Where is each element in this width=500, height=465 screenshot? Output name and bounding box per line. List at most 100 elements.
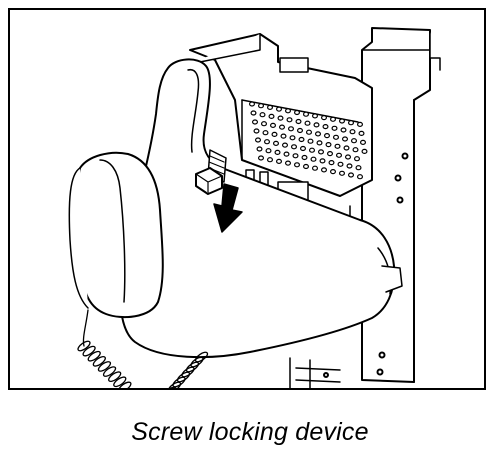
vent-hole	[303, 163, 310, 170]
vent-hole	[300, 145, 307, 152]
technical-illustration	[68, 27, 441, 388]
vent-hole	[330, 116, 337, 122]
vent-holes	[249, 101, 368, 180]
cord-coil	[87, 350, 101, 362]
vent-hole	[346, 163, 353, 169]
vent-hole	[276, 158, 283, 164]
vent-hole	[357, 174, 364, 180]
vent-hole	[291, 144, 298, 150]
vent-hole	[288, 126, 295, 132]
cord-lead	[82, 309, 89, 347]
cord-coil	[163, 386, 177, 388]
vent-hole	[258, 103, 265, 109]
vent-hole	[339, 170, 346, 176]
vent-hole	[265, 148, 272, 154]
cord-coil	[102, 366, 117, 377]
vent-hole	[328, 160, 335, 166]
vent-hole	[354, 156, 361, 162]
cord-coil	[92, 355, 106, 367]
vent-hole	[334, 143, 341, 149]
handset	[68, 151, 164, 319]
vent-hole	[310, 156, 317, 162]
locking-screw	[195, 149, 227, 195]
vent-hole	[313, 122, 320, 128]
vent-hole	[273, 140, 280, 146]
vent-hole	[289, 135, 296, 141]
figure-caption: Screw locking device	[131, 418, 369, 446]
vent-hole	[322, 123, 329, 130]
cord-coil	[97, 361, 112, 372]
vent-hole	[301, 154, 308, 161]
vent-hole	[294, 162, 301, 168]
vent-hole	[321, 114, 328, 121]
vent-hole	[264, 139, 271, 145]
vent-hole	[303, 111, 310, 117]
vent-hole	[277, 115, 284, 121]
vent-hole	[360, 139, 367, 145]
vent-hole	[267, 104, 274, 111]
vent-hole	[282, 142, 289, 148]
vent-hole	[340, 127, 347, 133]
vent-hole	[259, 112, 266, 118]
vent-hole	[355, 165, 362, 171]
vent-hole	[276, 106, 283, 112]
vent-hole	[339, 118, 346, 124]
vent-hole	[280, 133, 287, 139]
vent-hole	[330, 169, 337, 175]
vent-hole	[307, 138, 314, 144]
vent-hole	[283, 151, 290, 157]
vent-hole	[253, 128, 260, 134]
vent-hole	[331, 125, 338, 131]
chassis-box	[189, 33, 373, 197]
vent-hole	[361, 148, 368, 154]
vent-hole	[286, 117, 293, 123]
vent-hole	[261, 121, 268, 127]
vent-hole	[274, 149, 281, 155]
vent-hole	[345, 154, 352, 160]
vent-hole	[357, 121, 364, 128]
mounting-bracket	[361, 27, 441, 383]
coiled-cord	[77, 309, 209, 388]
vent-hole	[249, 101, 256, 107]
vent-hole	[294, 109, 301, 116]
vent-hole	[312, 113, 319, 119]
vent-hole	[255, 137, 262, 143]
vent-hole	[315, 131, 322, 137]
vent-hole	[297, 127, 304, 134]
vent-hole	[343, 145, 350, 151]
vent-hole	[285, 160, 292, 166]
vent-hole	[268, 113, 275, 120]
vent-hole	[298, 136, 305, 143]
vent-hole	[348, 172, 355, 178]
vent-hole	[256, 146, 263, 152]
cord-coil	[77, 340, 91, 352]
vent-hole	[267, 157, 274, 163]
vent-hole	[351, 138, 358, 144]
vent-hole	[336, 152, 343, 158]
cord-coil	[82, 345, 96, 357]
vent-hole	[325, 142, 332, 148]
vent-hole	[262, 130, 269, 136]
vent-hole	[312, 165, 319, 171]
figure-frame	[8, 8, 486, 390]
vent-hole	[327, 151, 334, 157]
vent-hole	[348, 120, 355, 126]
vent-hole	[337, 161, 344, 167]
vent-hole	[316, 140, 323, 146]
vent-hole	[306, 129, 313, 135]
vent-hole	[250, 110, 257, 116]
vent-hole	[349, 129, 356, 135]
vent-hole	[304, 120, 311, 126]
vent-hole	[342, 136, 349, 142]
vent-hole	[292, 153, 299, 159]
cord-coil	[113, 376, 127, 388]
vent-hole	[271, 131, 278, 138]
cord-coil	[194, 351, 209, 363]
vent-hole	[352, 147, 359, 153]
vent-hole	[270, 122, 277, 129]
vent-hole	[252, 119, 259, 125]
vent-hole	[324, 132, 331, 139]
vent-hole	[295, 118, 302, 125]
vent-hole	[279, 124, 286, 130]
cord-coil	[118, 381, 132, 388]
